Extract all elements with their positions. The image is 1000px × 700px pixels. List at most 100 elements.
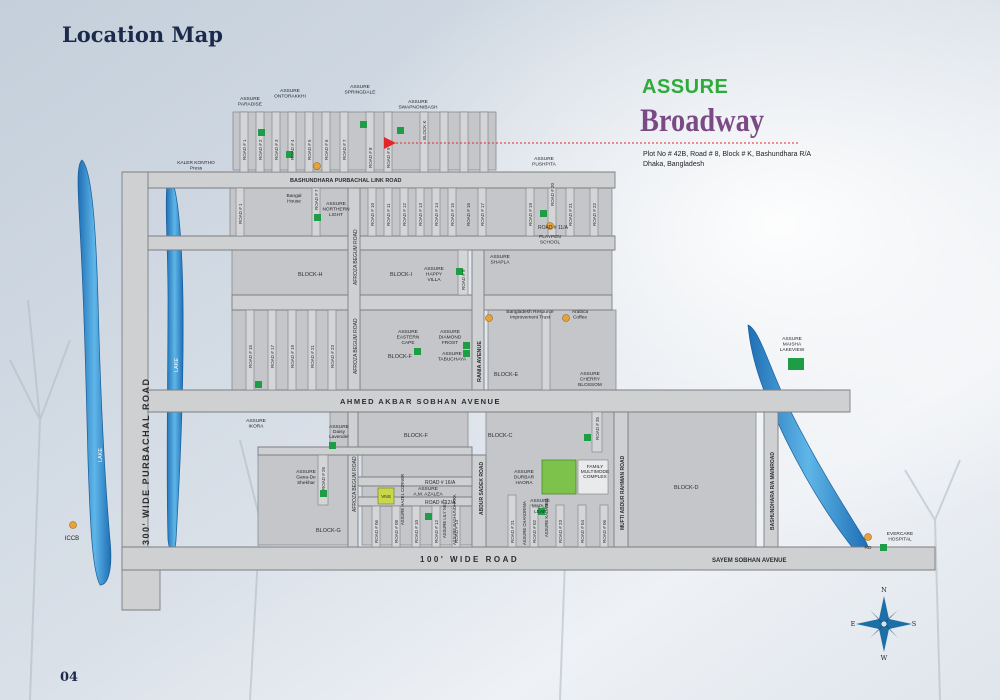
label-road-bm-3: ROAD # 10 <box>414 519 419 543</box>
label-block-c: BLOCK-C <box>488 433 512 439</box>
label-road-top-4: ROAD # 4 <box>290 139 295 160</box>
marker-maple <box>538 508 545 515</box>
label-road-mid-11: ROAD # 19 <box>528 202 533 226</box>
poi-markers <box>69 162 872 541</box>
label-road-16a: ROAD # 16/A <box>425 480 456 486</box>
label-road-top-3: ROAD # 3 <box>274 139 279 160</box>
marker-ontorakkhi <box>286 151 293 158</box>
label-road-br-2: ROAD # 23 <box>558 519 563 543</box>
label-hazel: ASSURE HAZEL CORNER <box>400 474 405 525</box>
compass-s: S <box>912 620 916 628</box>
label-road-9: ROAD # 9 <box>461 269 466 290</box>
marker-paradise <box>258 129 265 136</box>
label-rd: RD <box>865 545 872 551</box>
label-road-top-8: ROAD # 8 <box>368 147 373 168</box>
label-road-top-6: ROAD # 6 <box>324 139 329 160</box>
label-lily: ASSURE LILY NEST <box>442 499 447 538</box>
label-main-road: BASHUNDHARA R/A MAINROAD <box>770 452 776 530</box>
label-afroza-road-2: AFROZA BEGUM ROAD <box>353 318 359 374</box>
brand-address-line2: Dhaka, Bangladesh <box>643 161 705 168</box>
project-markers <box>255 121 887 551</box>
compass-rose <box>856 596 912 652</box>
label-mufti-road: MUFTI ABDUR RAHMAN ROAD <box>620 455 626 530</box>
label-road-br-3: ROAD # 02 <box>532 519 537 543</box>
page-number: 04 <box>60 670 79 685</box>
compass-w: W <box>881 654 888 662</box>
label-road-bm-5: ROAD # 14 <box>454 519 459 543</box>
label-afroza-road: AFROZA BEGUM ROAD <box>353 229 359 285</box>
compass-n: N <box>881 586 887 594</box>
page-title: Location Map <box>62 22 223 47</box>
label-block-f: BLOCK-F <box>388 354 412 360</box>
multimode-complex <box>541 459 577 495</box>
label-block-h: BLOCK-H <box>298 272 322 278</box>
label-road-mid-10: ROAD # 17 <box>480 202 485 226</box>
label-road-br-1: ROAD # 21 <box>510 519 515 543</box>
brand-address: Plot No # 42B, Road # 8, Block # K, Bash… <box>643 150 863 170</box>
label-road-mid-6: ROAD # 13 <box>418 202 423 226</box>
label-road-12a: ROAD # 12/A <box>425 500 456 506</box>
marker-playpen <box>546 222 554 230</box>
label-road-mid-3: ROAD # 10 <box>370 202 375 226</box>
marker-eastern-cape <box>414 348 421 355</box>
label-block-e: BLOCK-E <box>494 372 518 378</box>
label-road-lower-3: ROAD # 19 <box>290 344 295 368</box>
brand-assure: ASSURE <box>642 76 729 98</box>
label-road-mid-8: ROAD # 15 <box>450 202 455 226</box>
marker-evercare <box>880 544 887 551</box>
roads <box>121 171 936 611</box>
label-road-bm-1: ROAD # 06 <box>374 519 379 543</box>
label-lake-far-left: LAKE <box>98 448 104 462</box>
label-road-br-4: ROAD # 04 <box>580 519 585 543</box>
marker-assure-broadway <box>384 137 396 149</box>
marker-diamond-frost <box>463 342 470 349</box>
label-afroza-road-3: AFROZA BEGUM ROAD <box>352 456 358 512</box>
label-block-k: BLOCK K <box>422 120 427 140</box>
label-road-mid-4: ROAD # 11 <box>386 203 391 226</box>
marker-azalea <box>425 513 432 520</box>
label-road-26: ROAD # 26 <box>321 466 326 490</box>
marker-happy-villa <box>456 268 463 275</box>
marker-maisha <box>788 358 804 370</box>
label-sayem-avenue: SAYEM SOBHAN AVENUE <box>712 558 786 564</box>
label-lake-left: LAKE <box>174 358 180 372</box>
label-road-lower-5: ROAD # 23 <box>330 344 335 368</box>
label-road-mid-9: ROAD # 16 <box>466 202 471 226</box>
label-sobhan-avenue: AHMED AKBAR SOBHAN AVENUE <box>340 397 501 406</box>
label-road-11a: ROAD # 11/A <box>538 225 569 231</box>
label-road-lower-4: ROAD # 21 <box>310 344 315 368</box>
label-road-top-1: ROAD # 1 <box>242 139 247 160</box>
marker-swapnonibash <box>397 127 404 134</box>
label-road-mid-13: ROAD # 21 <box>568 202 573 226</box>
label-kadamba: ASSURE KADAMBA <box>544 498 549 537</box>
label-block-g: BLOCK-G <box>316 528 341 534</box>
label-bashundhara: ASSURE BASHUNDHARA <box>452 494 457 545</box>
label-road-mid-7: ROAD # 14 <box>434 202 439 226</box>
label-road-mid-2: ROAD # 7 <box>314 189 319 210</box>
marker-rd <box>864 533 872 541</box>
minor-roads <box>235 111 609 548</box>
marker-springdale <box>360 121 367 128</box>
label-rania-avenue: RANIA AVENUE <box>477 341 483 382</box>
label-100-wide-road: 100' WIDE ROAD <box>420 555 519 564</box>
label-road-top-7: ROAD # 7 <box>342 139 347 160</box>
label-road-br-5: ROAD # 06 <box>602 519 607 543</box>
label-road-35: ROAD # 35 <box>595 416 600 440</box>
